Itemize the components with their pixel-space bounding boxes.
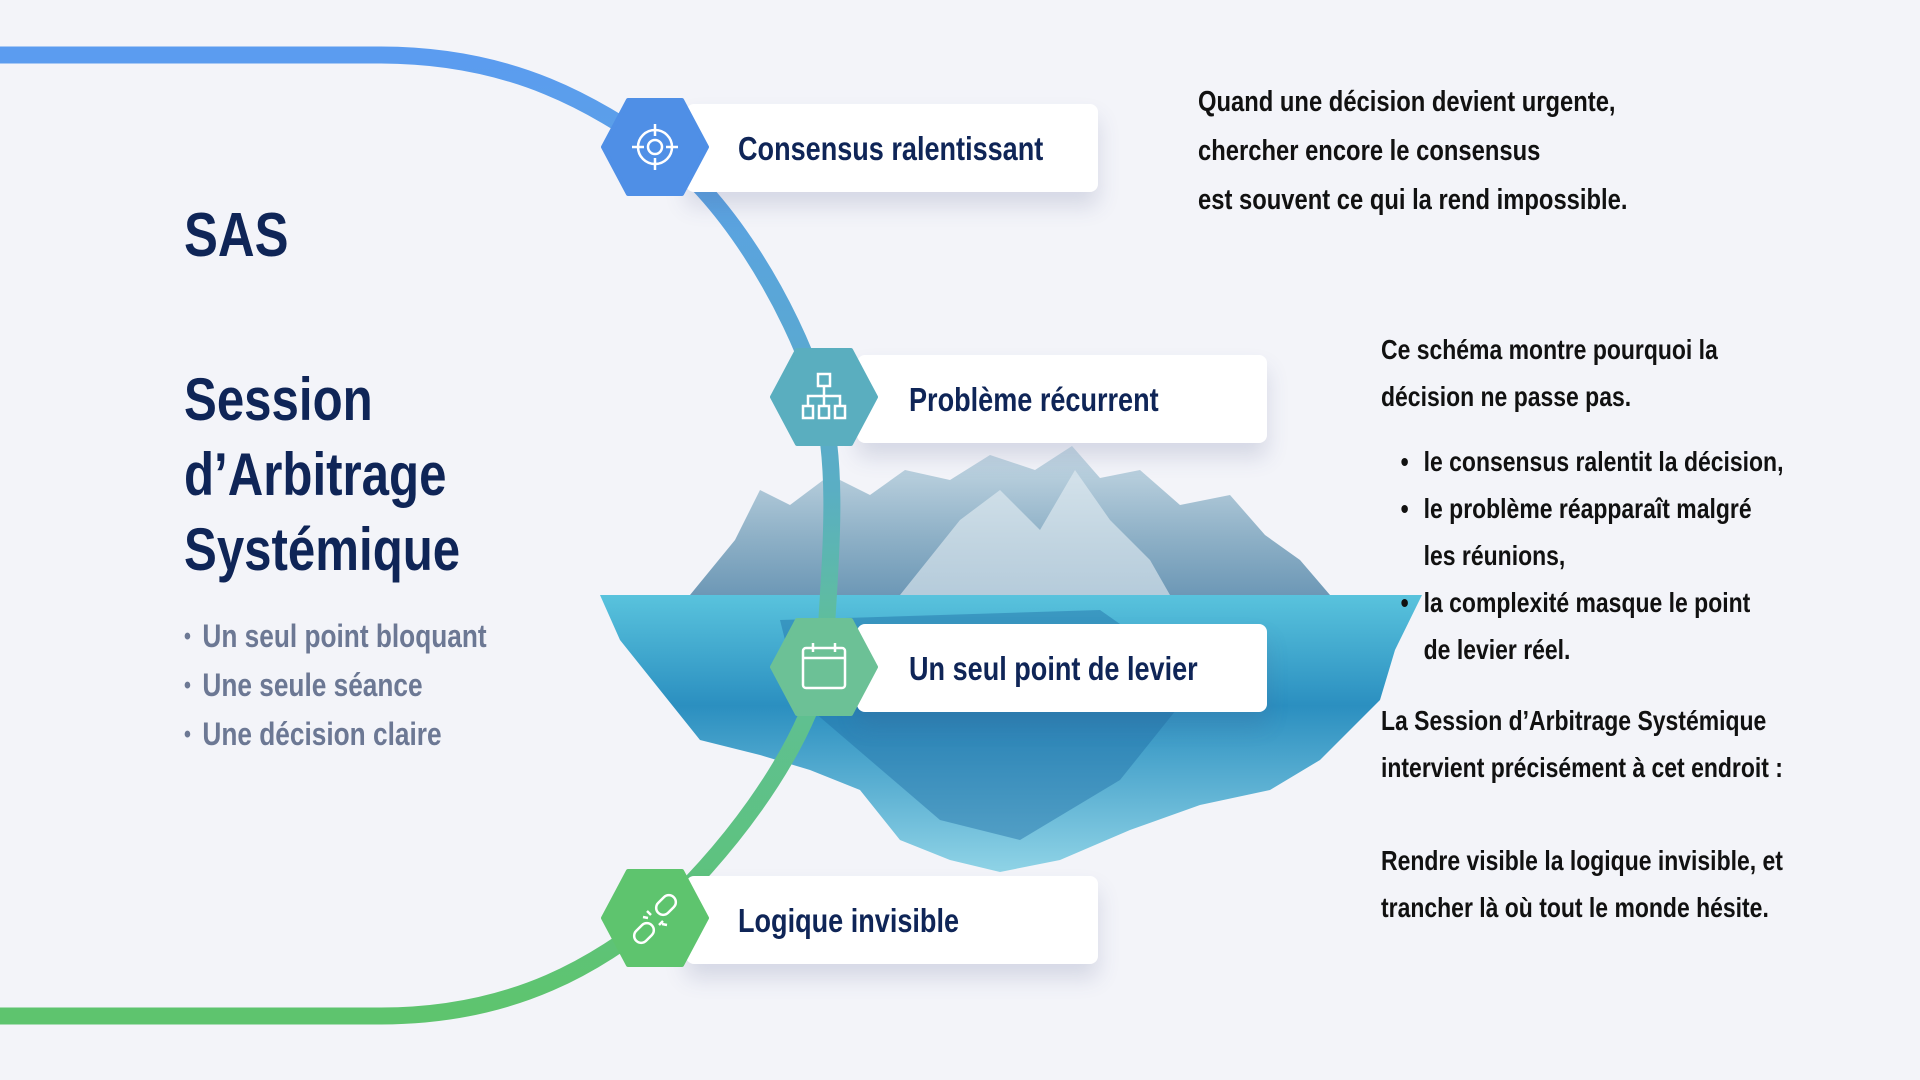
reason-item: le problème réapparaît malgré les réunion…	[1381, 485, 1783, 579]
page-title: Session d’Arbitrage Systémique	[184, 362, 460, 587]
key-point: Un seul point bloquant	[184, 612, 487, 661]
reason-item: le consensus ralentit la décision,	[1381, 438, 1784, 485]
hierarchy-icon	[770, 348, 878, 446]
key-points-list: Un seul point bloquant Une seule séance …	[184, 612, 487, 759]
step-card-levier: Un seul point de levier	[857, 624, 1267, 712]
step-label: Problème récurrent	[909, 381, 1159, 418]
explanation-text: Ce schéma montre pourquoi la décision ne…	[1381, 326, 1783, 931]
para-line: intervient précisément à cet endroit :	[1381, 752, 1783, 783]
reason-line: les réunions,	[1423, 540, 1566, 571]
para-line: La Session d’Arbitrage Systémique	[1381, 705, 1767, 736]
reasons-list: le consensus ralentit la décision, le pr…	[1381, 438, 1784, 673]
key-point: Une décision claire	[184, 710, 487, 759]
quote-line: Quand une décision devient urgente,	[1198, 86, 1616, 118]
reason-line: le consensus ralentit la décision,	[1423, 446, 1784, 477]
key-point: Une seule séance	[184, 661, 487, 710]
broken-link-icon	[601, 869, 709, 967]
intro-line: décision ne passe pas.	[1381, 381, 1632, 412]
reason-line: de levier réel.	[1423, 634, 1571, 665]
quote-line: est souvent ce qui la rend impossible.	[1198, 184, 1628, 216]
reason-line: la complexité masque le point	[1423, 587, 1751, 618]
title-line: d’Arbitrage	[184, 441, 447, 508]
title-line: Session	[184, 366, 373, 433]
target-icon	[601, 98, 709, 196]
step-card-logique: Logique invisible	[686, 876, 1098, 964]
quote-text: Quand une décision devient urgente, cher…	[1198, 78, 1627, 225]
step-card-probleme: Problème récurrent	[857, 355, 1267, 443]
step-label: Un seul point de levier	[909, 650, 1198, 687]
para-line: Rendre visible la logique invisible, et	[1381, 845, 1783, 876]
title-line: Systémique	[184, 516, 461, 583]
step-card-consensus: Consensus ralentissant	[686, 104, 1098, 192]
step-label: Logique invisible	[738, 902, 960, 939]
quote-line: chercher encore le consensus	[1198, 135, 1541, 167]
intro-line: Ce schéma montre pourquoi la	[1381, 334, 1718, 365]
reason-item: la complexité masque le point de levier r…	[1381, 579, 1783, 673]
acronym-heading: SAS	[184, 201, 289, 270]
step-label: Consensus ralentissant	[738, 130, 1044, 167]
calendar-icon	[770, 618, 878, 716]
para-line: trancher là où tout le monde hésite.	[1381, 892, 1769, 923]
reason-line: le problème réapparaît malgré	[1423, 493, 1752, 524]
